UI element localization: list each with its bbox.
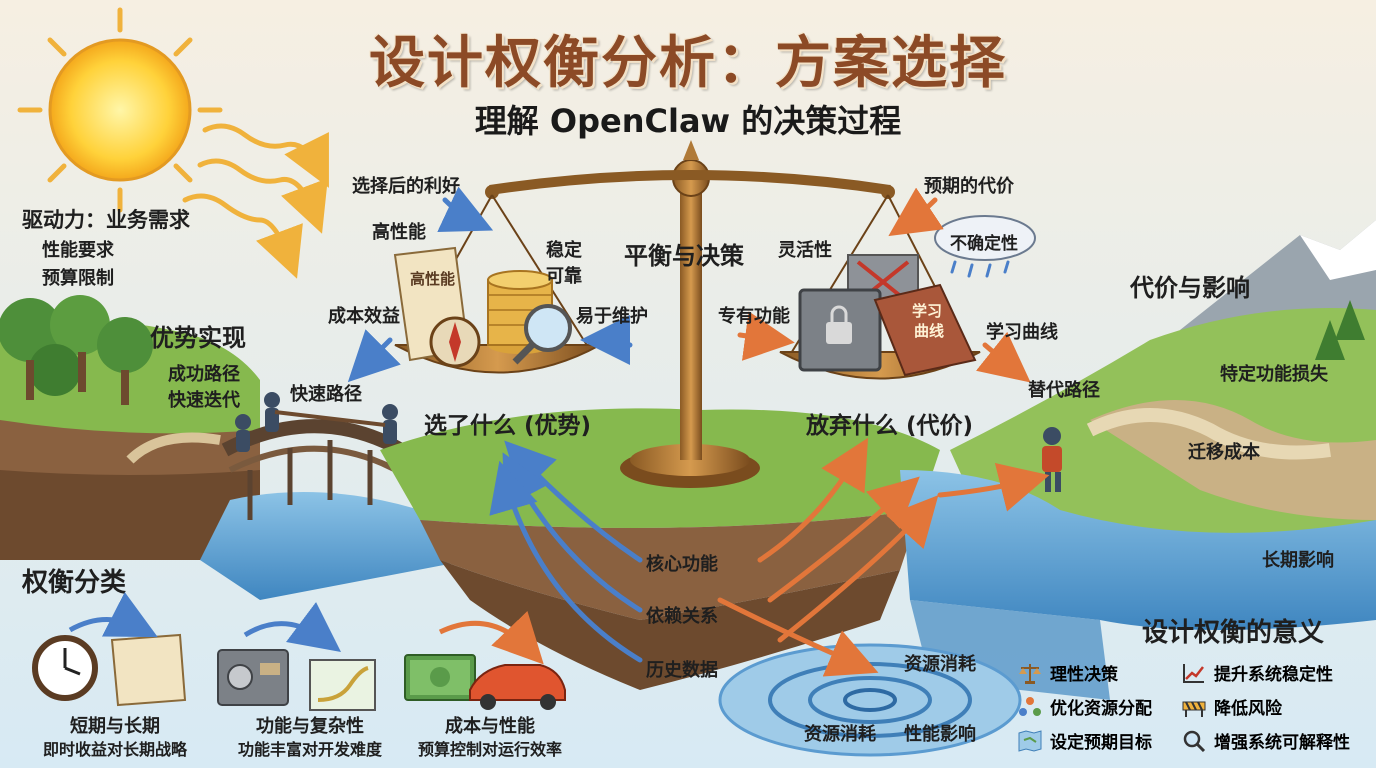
right-pan-label: 放弃什么 (代价) <box>806 413 974 439</box>
center-label: 平衡与决策 <box>624 242 744 270</box>
scale-icon <box>1019 663 1041 684</box>
benefit-item-cost-effective: 成本效益 <box>328 306 400 327</box>
benefit-item-maintainable: 易于维护 <box>576 306 648 327</box>
cost-item-learning-curve: 学习曲线 <box>986 322 1058 343</box>
impact-item-migration-cost: 迁移成本 <box>1188 442 1260 463</box>
category-arrow-1 <box>68 592 158 638</box>
advantage-item: 成功路径 <box>168 364 240 385</box>
whirlpool-label: 资源消耗 <box>904 654 976 675</box>
meaning-heading: 设计权衡的意义 <box>1142 618 1325 648</box>
meaning-item: 设定预期目标 <box>1018 728 1152 753</box>
meaning-label: 设定预期目标 <box>1050 733 1152 753</box>
scroll-text: 高性能 <box>410 270 456 288</box>
driver-item: 性能要求 <box>42 240 114 261</box>
root-item-core-features: 核心功能 <box>646 554 718 575</box>
drivers-heading: 驱动力：业务需求 <box>22 208 190 232</box>
category-arrow-3 <box>438 611 544 665</box>
impact-item-feature-loss: 特定功能损失 <box>1220 364 1328 385</box>
pine-tree-icons <box>1315 300 1365 360</box>
category-title: 成本与性能 <box>445 716 535 737</box>
book-title-line2: 曲线 <box>914 322 945 340</box>
compass-icon <box>429 316 481 368</box>
meaning-item: 提升系统稳定性 <box>1182 660 1333 685</box>
machine-icon <box>217 649 289 706</box>
advantages-heading: 优势实现 <box>150 324 246 352</box>
people-icon <box>235 392 398 452</box>
root-item-dependencies: 依赖关系 <box>646 606 718 627</box>
category-arrow-2 <box>243 602 342 652</box>
trend-chart-icon <box>309 659 376 711</box>
meaning-label: 增强系统可解释性 <box>1214 733 1350 753</box>
safe-lock-icon <box>798 288 882 372</box>
whirlpool-icon <box>718 643 1022 757</box>
barrier-icon <box>1182 701 1206 717</box>
category-desc: 预算控制对运行效率 <box>417 740 562 759</box>
benefit-item-stable: 稳定 <box>546 240 582 261</box>
impact-item-long-term: 长期影响 <box>1262 550 1334 571</box>
magnifier-icon <box>512 304 572 365</box>
book-title-line1: 学习 <box>912 302 943 320</box>
meaning-label: 降低风险 <box>1214 699 1282 719</box>
left-pan-label: 选了什么 (优势) <box>424 413 592 439</box>
meaning-item: 降低风险 <box>1182 694 1282 719</box>
car-icon <box>469 664 566 710</box>
cost-item-alternative-path: 替代路径 <box>1028 380 1100 401</box>
meaning-label: 理性决策 <box>1050 665 1118 685</box>
benefit-item-reliable: 可靠 <box>546 266 582 287</box>
page-title: 设计权衡分析：方案选择 <box>369 31 1007 96</box>
cost-item-flexibility: 灵活性 <box>778 240 832 261</box>
costs-header: 预期的代价 <box>924 176 1014 197</box>
category-title: 功能与复杂性 <box>256 716 364 737</box>
cloud-text: 不确定性 <box>950 234 1018 254</box>
benefit-item-high-performance: 高性能 <box>372 222 426 243</box>
category-desc: 即时收益对长期战略 <box>42 740 187 759</box>
whirlpool-label: 资源消耗 <box>804 724 876 745</box>
sun-ray-arrows <box>182 123 329 279</box>
root-item-history-data: 历史数据 <box>646 660 718 681</box>
map-icon <box>1018 729 1042 752</box>
driver-item: 预算限制 <box>42 268 114 289</box>
network-icon <box>1019 696 1041 716</box>
tree-icons <box>0 295 153 405</box>
categories-heading: 权衡分类 <box>22 568 127 598</box>
blue-arrows <box>347 186 643 663</box>
left-land <box>0 295 260 560</box>
orange-arrows <box>717 187 1050 677</box>
category-title: 短期与长期 <box>70 716 160 737</box>
impact-heading: 代价与影响 <box>1130 274 1250 302</box>
clock-icon <box>32 635 98 701</box>
meaning-item: 优化资源分配 <box>1018 694 1152 719</box>
rain-cloud-icon <box>934 215 1036 278</box>
prescription-scroll-icon <box>110 633 187 707</box>
meaning-label: 优化资源分配 <box>1050 699 1152 719</box>
meaning-item: 增强系统可解释性 <box>1182 728 1350 753</box>
left-river <box>200 492 470 600</box>
benefits-header: 选择后的利好 <box>352 176 460 197</box>
book-icon <box>873 283 977 377</box>
whirlpool-label: 性能影响 <box>904 724 976 745</box>
meaning-label: 提升系统稳定性 <box>1214 665 1333 685</box>
category-desc: 功能丰富对开发难度 <box>237 740 382 759</box>
advantage-item: 快速迭代 <box>168 390 240 411</box>
page-subtitle: 理解 OpenClaw 的决策过程 <box>474 102 902 140</box>
chart-icon <box>1183 663 1204 683</box>
cost-item-proprietary: 专有功能 <box>718 306 790 327</box>
meaning-item: 理性决策 <box>1018 660 1118 685</box>
benefit-item-fast-path: 快速路径 <box>290 384 362 405</box>
sun-icon <box>17 7 223 213</box>
magnifier-icon <box>1183 730 1206 752</box>
cash-icon <box>404 654 476 701</box>
